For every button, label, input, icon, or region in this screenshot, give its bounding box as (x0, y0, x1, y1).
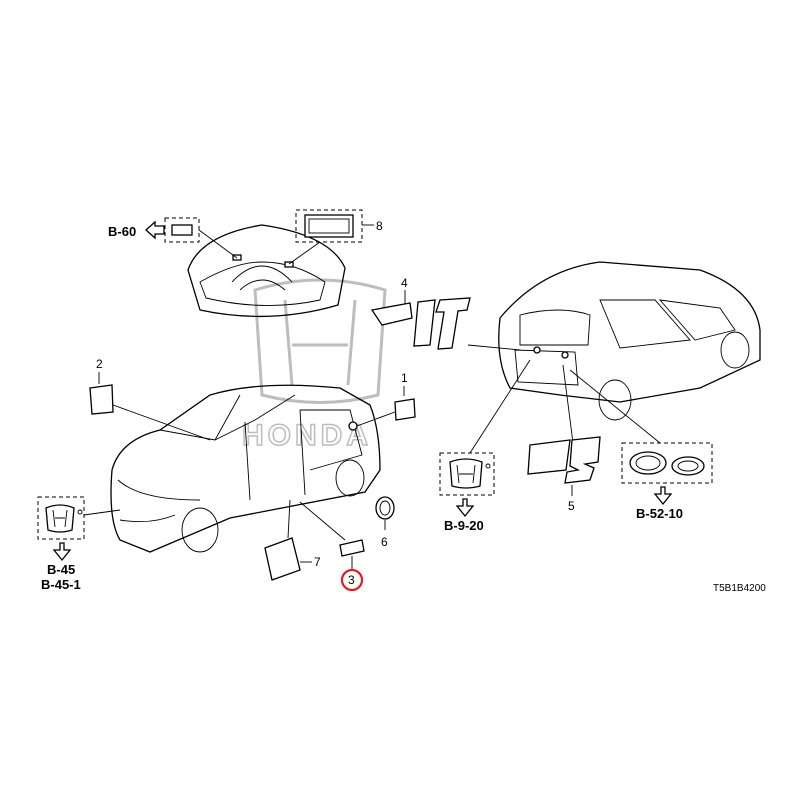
ref-b52-10-group: B-52-10 (569, 369, 713, 521)
ref-b52-10-arrow (653, 486, 673, 506)
ref-b45-arrow (52, 542, 72, 562)
callout-6: 6 (381, 535, 388, 549)
callout-8: 8 (376, 219, 383, 233)
callout-7: 7 (314, 555, 321, 569)
ref-b60-group: B-60 (108, 217, 238, 259)
part-6-group: 6 (375, 496, 395, 549)
watermark-text: HONDA (242, 419, 372, 452)
drawing-code: T5B1B4200 (713, 583, 766, 594)
part-2-group: 2 (89, 357, 211, 441)
ref-b45-group: B-45 B-45-1 (37, 496, 121, 592)
part-4-fit-emblem: 4 (370, 276, 521, 351)
ref-b60-arrow (145, 220, 165, 240)
part-8-group: 8 (288, 209, 383, 265)
ref-b60-label: B-60 (108, 224, 136, 239)
ref-b9-20-arrow (455, 498, 475, 518)
ref-b52-10-label: B-52-10 (636, 506, 683, 521)
callout-2: 2 (96, 357, 103, 371)
callout-3-highlight-ring (340, 568, 364, 592)
ref-b9-20-label: B-9-20 (444, 518, 484, 533)
part-1-group: 1 (356, 371, 416, 427)
callout-5: 5 (568, 499, 575, 513)
front-car-illustration (110, 384, 381, 553)
callout-3: 3 (348, 573, 355, 587)
callout-1: 1 (401, 371, 408, 385)
rear-car-illustration (498, 261, 761, 421)
part-3-group: 3 (299, 501, 365, 592)
ref-b45-1-label: B-45-1 (41, 577, 81, 592)
callout-4: 4 (401, 276, 408, 290)
ref-b45-label: B-45 (47, 562, 75, 577)
part-5-rs-emblem: 5 (527, 364, 601, 513)
honda-watermark: HONDA (241, 278, 387, 453)
ref-b9-20-group: B-9-20 (439, 359, 531, 533)
part-7-group: 7 (264, 499, 321, 581)
